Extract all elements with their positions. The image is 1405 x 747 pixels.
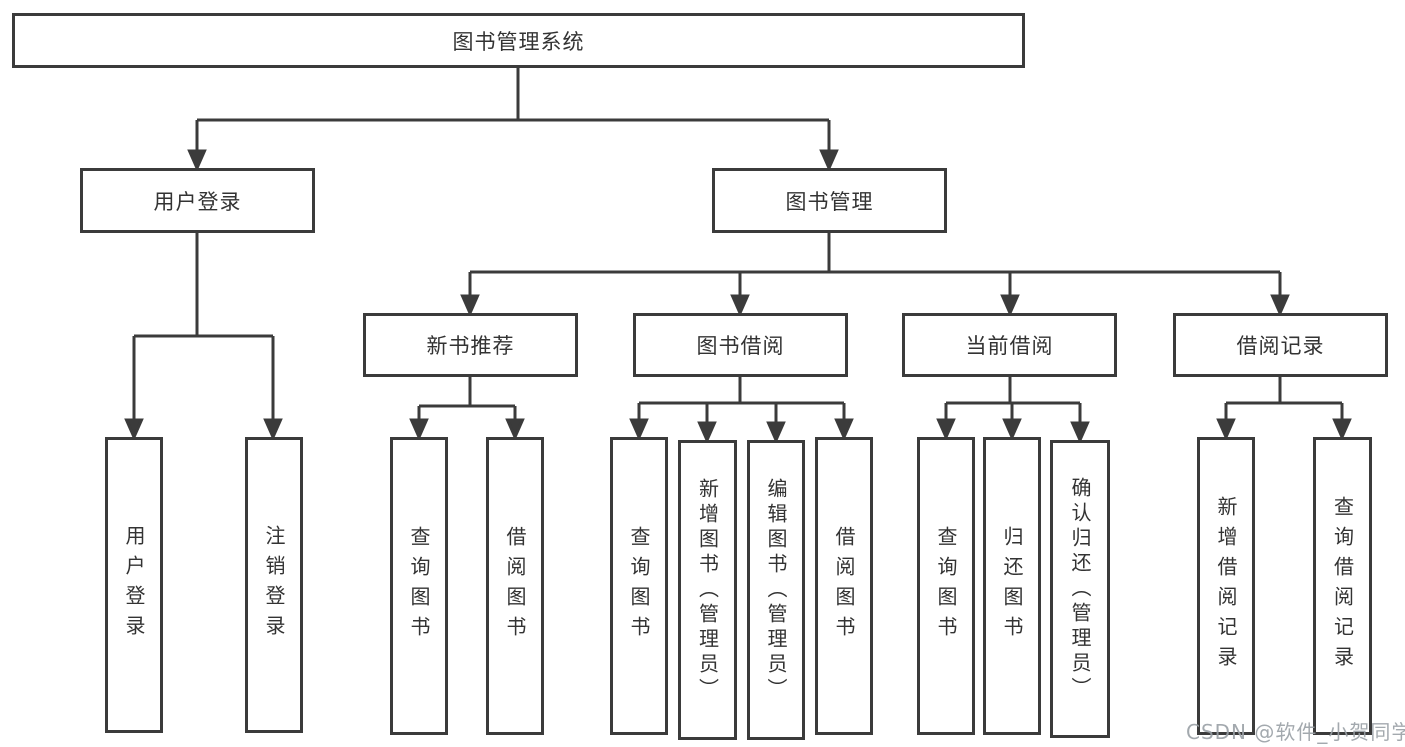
node-login: 用户登录 [105, 437, 163, 733]
node-rec-query-books-label: 查询图书 [407, 526, 431, 646]
node-borrow-records-label: 借阅记录 [1236, 334, 1325, 358]
node-library-system: 图书管理系统 [12, 13, 1025, 68]
node-bb-query-books: 查询图书 [610, 437, 668, 735]
node-rec-query-books: 查询图书 [390, 437, 448, 735]
node-cb-return-books-label: 归还图书 [1000, 526, 1024, 646]
node-logout-label: 注销登录 [262, 525, 286, 645]
edge-group-book-borrow [629, 377, 854, 444]
node-new-book-recommend-label: 新书推荐 [426, 334, 515, 358]
edge-group-borrow-records [1216, 377, 1352, 441]
node-br-query-record: 查询借阅记录 [1313, 437, 1372, 735]
node-bb-query-books-label: 查询图书 [627, 526, 651, 646]
node-user-login-label: 用户登录 [153, 189, 242, 214]
node-login-label: 用户登录 [122, 525, 146, 645]
node-bb-borrow-books-label: 借阅图书 [832, 526, 856, 646]
node-logout: 注销登录 [245, 437, 303, 733]
edge-group-book-management [460, 233, 1290, 317]
node-book-borrow-label: 图书借阅 [696, 334, 785, 358]
node-br-add-record: 新增借阅记录 [1197, 437, 1255, 735]
node-current-borrow-label: 当前借阅 [965, 334, 1054, 358]
node-book-borrow: 图书借阅 [633, 313, 848, 377]
node-cb-return-books: 归还图书 [983, 437, 1041, 735]
node-br-add-record-label: 新增借阅记录 [1214, 496, 1238, 676]
node-book-management: 图书管理 [712, 168, 947, 233]
node-br-query-record-label: 查询借阅记录 [1330, 496, 1355, 676]
node-user-login: 用户登录 [80, 168, 315, 233]
node-cb-confirm-return-admin: 确认归还（管理员） [1050, 440, 1110, 738]
node-bb-edit-books-admin-label: 编辑图书（管理员） [764, 477, 788, 703]
node-cb-confirm-return-admin-label: 确认归还（管理员） [1068, 476, 1092, 702]
edge-group-current-borrow [936, 377, 1090, 444]
node-cb-query-books-label: 查询图书 [934, 526, 958, 646]
node-bb-add-books-admin-label: 新增图书（管理员） [695, 477, 720, 703]
node-bb-add-books-admin: 新增图书（管理员） [678, 440, 737, 740]
node-book-management-label: 图书管理 [785, 189, 874, 214]
edge-group-new-book-recommend [409, 377, 525, 441]
edge-group-root [187, 68, 839, 172]
node-rec-borrow-books-label: 借阅图书 [503, 526, 527, 646]
node-new-book-recommend: 新书推荐 [363, 313, 578, 377]
node-bb-borrow-books: 借阅图书 [815, 437, 873, 735]
node-rec-borrow-books: 借阅图书 [486, 437, 544, 735]
node-borrow-records: 借阅记录 [1173, 313, 1388, 377]
node-bb-edit-books-admin: 编辑图书（管理员） [747, 440, 805, 740]
node-cb-query-books: 查询图书 [917, 437, 975, 735]
watermark-text: CSDN @软件_小贺同学 [1186, 720, 1405, 744]
node-current-borrow: 当前借阅 [902, 313, 1117, 377]
node-library-system-label: 图书管理系统 [452, 29, 585, 54]
edge-group-user-login [124, 233, 283, 441]
